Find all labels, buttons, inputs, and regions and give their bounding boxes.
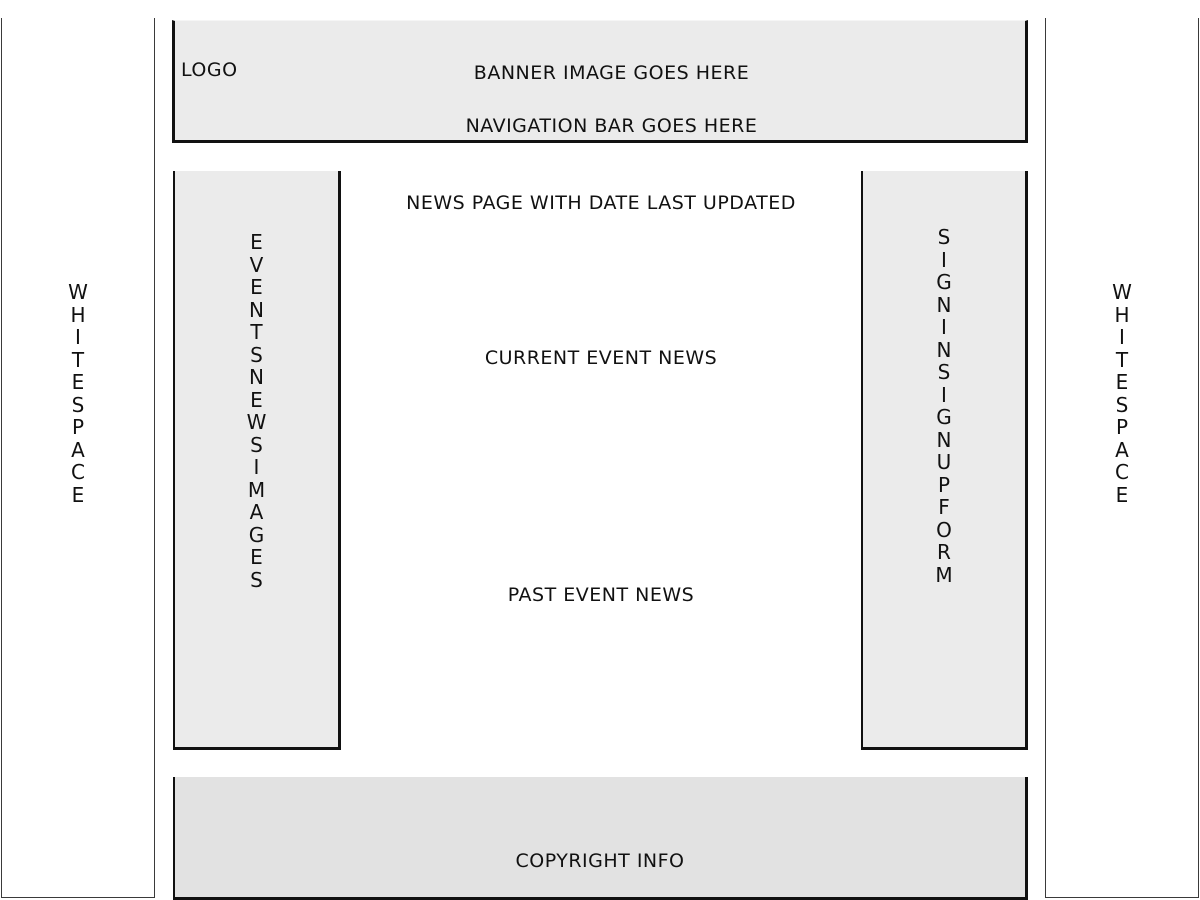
logo-placeholder: LOGO bbox=[181, 59, 238, 81]
banner-placeholder: BANNER IMAGE GOES HERE bbox=[473, 62, 750, 84]
footer-area: COPYRIGHT INFO bbox=[173, 777, 1028, 900]
past-event-news-section: PAST EVENT NEWS bbox=[507, 584, 695, 606]
copyright-info: COPYRIGHT INFO bbox=[515, 850, 685, 872]
header-banner-area: LOGO BANNER IMAGE GOES HERE NAVIGATION B… bbox=[172, 20, 1028, 143]
current-event-news-section: CURRENT EVENT NEWS bbox=[484, 347, 718, 369]
navigation-bar-placeholder: NAVIGATION BAR GOES HERE bbox=[465, 115, 758, 137]
page-title: NEWS PAGE WITH DATE LAST UPDATED bbox=[406, 192, 796, 214]
